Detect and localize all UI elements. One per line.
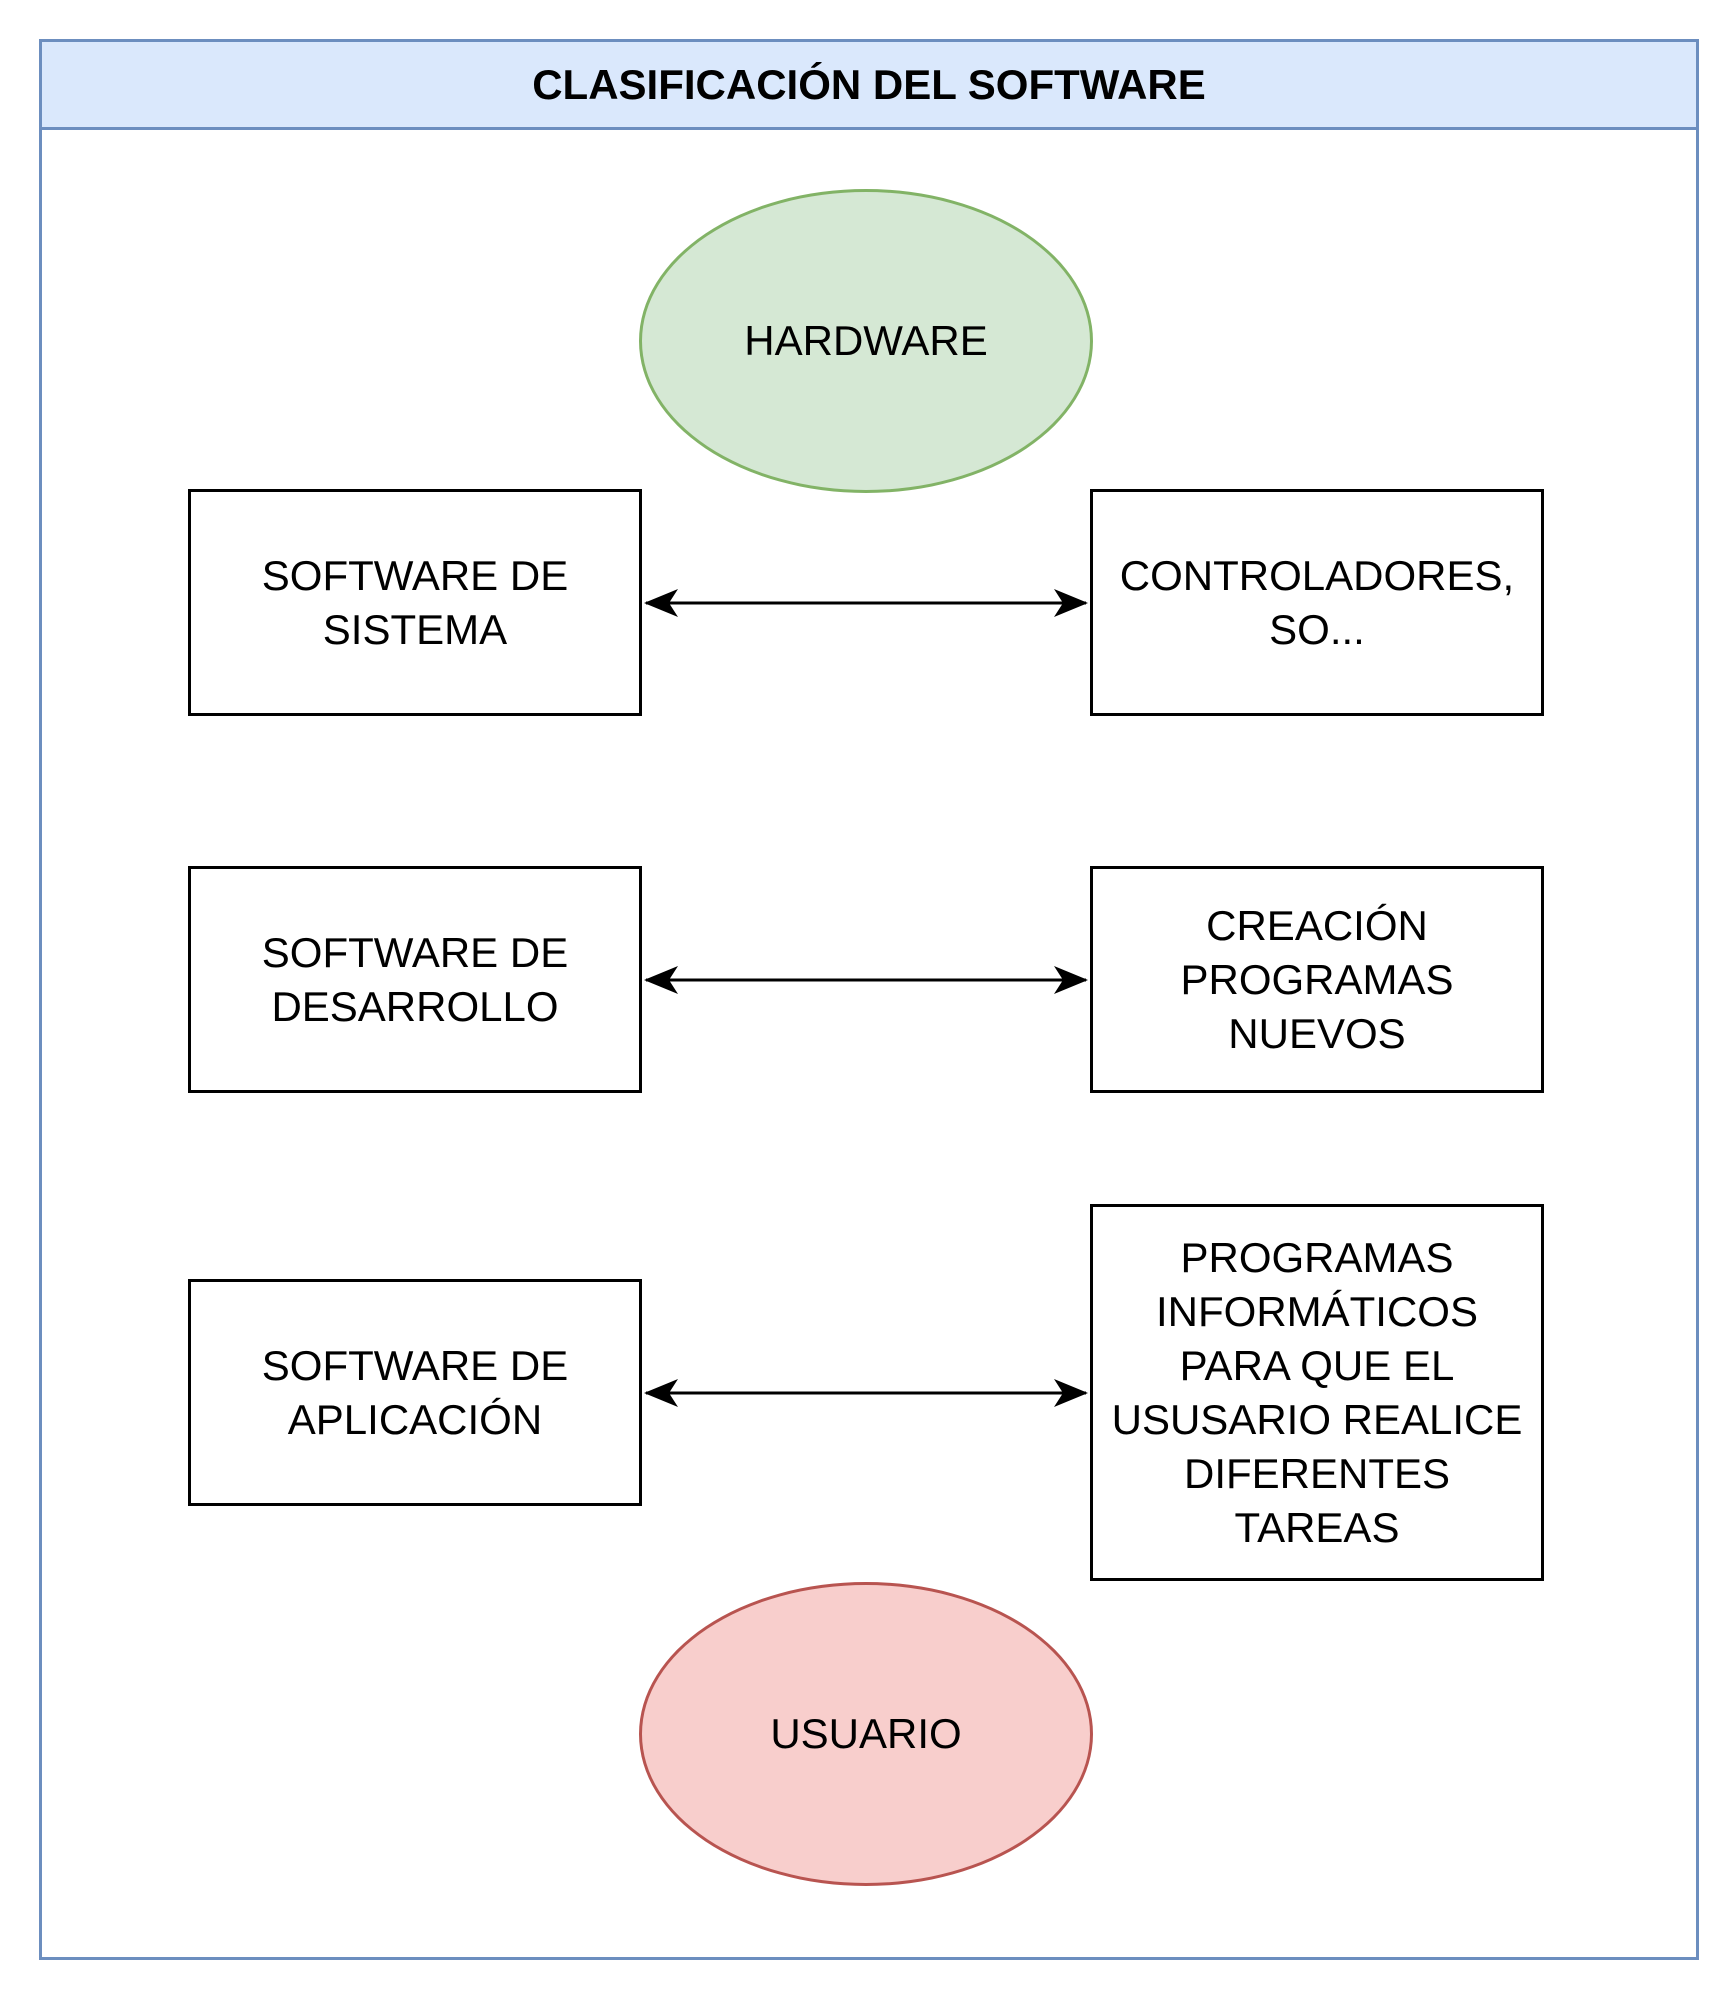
usuario-label: USUARIO <box>770 1710 962 1757</box>
software-de-sistema-box: SOFTWARE DE SISTEMA <box>188 489 642 716</box>
diagram-title-bar: CLASIFICACIÓN DEL SOFTWARE <box>42 42 1696 130</box>
creacion-programas-label: CREACIÓN PROGRAMAS NUEVOS <box>1180 901 1454 1057</box>
controladores-label: CONTROLADORES, SO... <box>1119 551 1515 653</box>
usuario-ellipse: USUARIO <box>639 1582 1093 1886</box>
programas-informaticos-box: PROGRAMAS INFORMÁTICOS PARA QUE EL USUSA… <box>1090 1204 1544 1581</box>
software-de-desarrollo-label: SOFTWARE DE DESARROLLO <box>261 928 569 1030</box>
software-de-aplicacion-label: SOFTWARE DE APLICACIÓN <box>261 1341 569 1443</box>
programas-informaticos-label: PROGRAMAS INFORMÁTICOS PARA QUE EL USUSA… <box>1111 1233 1523 1551</box>
software-de-sistema-label: SOFTWARE DE SISTEMA <box>261 551 569 653</box>
hardware-label: HARDWARE <box>744 317 988 364</box>
creacion-programas-box: CREACIÓN PROGRAMAS NUEVOS <box>1090 866 1544 1093</box>
diagram-title: CLASIFICACIÓN DEL SOFTWARE <box>532 60 1206 108</box>
software-de-aplicacion-box: SOFTWARE DE APLICACIÓN <box>188 1279 642 1506</box>
software-de-desarrollo-box: SOFTWARE DE DESARROLLO <box>188 866 642 1093</box>
hardware-ellipse: HARDWARE <box>639 189 1093 493</box>
controladores-box: CONTROLADORES, SO... <box>1090 489 1544 716</box>
